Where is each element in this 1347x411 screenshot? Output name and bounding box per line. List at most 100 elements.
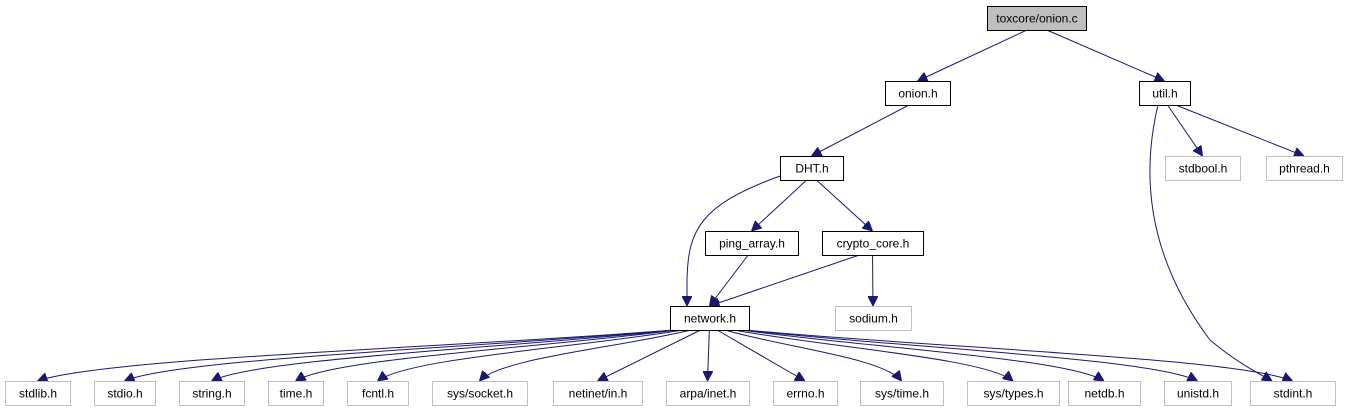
edge-network-h-to-errno-h [716, 329, 805, 381]
node-label-pthread-h: pthread.h [1279, 162, 1330, 176]
edge-network-h-to-sys-socket-h [480, 329, 692, 381]
node-label-ping-array-h: ping_array.h [719, 237, 785, 251]
edge-toxcore-onion-c-to-onion-h [918, 29, 1028, 81]
node-box-util-h [1139, 81, 1191, 106]
node-label-netinet-in-h: netinet/in.h [569, 387, 628, 401]
node-sys-time-h: sys/time.h [860, 381, 944, 406]
edge-toxcore-onion-c-to-util-h [1046, 29, 1165, 81]
node-sys-types-h: sys/types.h [967, 381, 1060, 406]
node-stdint-h: stdint.h [1250, 381, 1336, 406]
node-label-stdbool-h: stdbool.h [1179, 162, 1228, 176]
node-netinet-in-h: netinet/in.h [553, 381, 643, 406]
edge-network-h-to-time-h [296, 329, 677, 381]
edge-util-h-to-stdbool-h [1167, 104, 1203, 156]
node-box-crypto-core-h [822, 231, 924, 256]
edge-network-h-to-netdb-h [740, 329, 1104, 381]
node-label-sys-socket-h: sys/socket.h [447, 387, 513, 401]
edge-util-h-to-stdint-h [1149, 104, 1272, 381]
edge-util-h-to-pthread-h [1175, 104, 1304, 156]
node-label-util-h: util.h [1152, 87, 1177, 101]
node-label-string-h: string.h [192, 387, 231, 401]
node-time-h: time.h [268, 381, 324, 406]
node-box-string-h [179, 381, 245, 406]
node-ping-array-h[interactable]: ping_array.h [705, 231, 799, 256]
node-label-stdint-h: stdint.h [1274, 387, 1313, 401]
node-label-onion-h: onion.h [898, 87, 937, 101]
node-box-unistd-h [1164, 381, 1232, 406]
node-sys-socket-h: sys/socket.h [432, 381, 528, 406]
node-label-sys-time-h: sys/time.h [875, 387, 929, 401]
edge-network-h-to-stdio-h [125, 329, 675, 381]
node-label-errno-h: errno.h [786, 387, 824, 401]
node-util-h[interactable]: util.h [1139, 81, 1191, 106]
node-box-arpa-inet-h [666, 381, 750, 406]
node-box-sys-time-h [860, 381, 944, 406]
node-box-toxcore-onion-c [987, 6, 1087, 31]
edge-network-h-to-unistd-h [744, 329, 1198, 381]
edge-network-h-to-fcntl-h [378, 329, 684, 381]
node-stdbool-h: stdbool.h [1165, 156, 1241, 181]
node-box-pthread-h [1266, 156, 1343, 181]
node-sodium-h: sodium.h [835, 306, 912, 331]
node-pthread-h: pthread.h [1266, 156, 1343, 181]
node-stdlib-h: stdlib.h [5, 381, 71, 406]
node-label-stdio-h: stdio.h [107, 387, 142, 401]
node-label-network-h: network.h [684, 312, 736, 326]
node-label-DHT-h: DHT.h [795, 162, 828, 176]
node-box-stdbool-h [1165, 156, 1241, 181]
node-label-stdlib-h: stdlib.h [19, 387, 57, 401]
node-string-h: string.h [179, 381, 245, 406]
node-label-toxcore-onion-c: toxcore/onion.c [996, 12, 1077, 26]
node-label-time-h: time.h [280, 387, 313, 401]
node-box-stdio-h [94, 381, 156, 406]
node-box-sys-types-h [967, 381, 1060, 406]
edge-ping-array-h-to-network-h [710, 254, 749, 306]
node-label-arpa-inet-h: arpa/inet.h [680, 387, 737, 401]
node-box-netinet-in-h [553, 381, 643, 406]
node-box-DHT-h [780, 156, 844, 181]
node-box-netdb-h [1068, 381, 1141, 406]
edge-network-h-to-stdint-h [744, 329, 1293, 381]
node-box-fcntl-h [347, 381, 409, 406]
node-box-onion-h [885, 81, 951, 106]
node-crypto-core-h[interactable]: crypto_core.h [822, 231, 924, 256]
edge-network-h-to-arpa-inet-h [708, 329, 710, 381]
node-label-fcntl-h: fcntl.h [362, 387, 394, 401]
node-box-errno-h [773, 381, 838, 406]
edge-network-h-to-netinet-in-h [598, 329, 701, 381]
node-network-h[interactable]: network.h [670, 306, 750, 331]
node-label-sys-types-h: sys/types.h [983, 387, 1043, 401]
node-arpa-inet-h: arpa/inet.h [666, 381, 750, 406]
edge-crypto-core-h-to-network-h [710, 254, 860, 306]
node-DHT-h[interactable]: DHT.h [780, 156, 844, 181]
node-fcntl-h: fcntl.h [347, 381, 409, 406]
node-unistd-h: unistd.h [1164, 381, 1232, 406]
edge-network-h-to-sys-time-h [724, 329, 902, 381]
edge-network-h-to-string-h [212, 329, 675, 381]
edge-network-h-to-stdlib-h [38, 329, 675, 381]
node-box-stdlib-h [5, 381, 71, 406]
node-onion-h[interactable]: onion.h [885, 81, 951, 106]
node-box-ping-array-h [705, 231, 799, 256]
node-box-stdint-h [1250, 381, 1336, 406]
node-box-sodium-h [835, 306, 912, 331]
node-errno-h: errno.h [773, 381, 838, 406]
node-label-unistd-h: unistd.h [1177, 387, 1219, 401]
node-netdb-h: netdb.h [1068, 381, 1141, 406]
node-toxcore-onion-c[interactable]: toxcore/onion.c [987, 6, 1087, 31]
edge-DHT-h-to-network-h [687, 175, 781, 306]
edge-onion-h-to-DHT-h [812, 104, 910, 156]
edge-DHT-h-to-crypto-core-h [816, 179, 872, 231]
node-stdio-h: stdio.h [94, 381, 156, 406]
node-box-network-h [670, 306, 750, 331]
node-box-sys-socket-h [432, 381, 528, 406]
node-box-time-h [268, 381, 324, 406]
node-label-sodium-h: sodium.h [849, 312, 898, 326]
node-label-crypto-core-h: crypto_core.h [837, 237, 910, 251]
edge-DHT-h-to-ping-array-h [752, 179, 808, 231]
edges [38, 29, 1305, 381]
node-label-netdb-h: netdb.h [1084, 387, 1124, 401]
edge-network-h-to-sys-types-h [733, 329, 1013, 381]
